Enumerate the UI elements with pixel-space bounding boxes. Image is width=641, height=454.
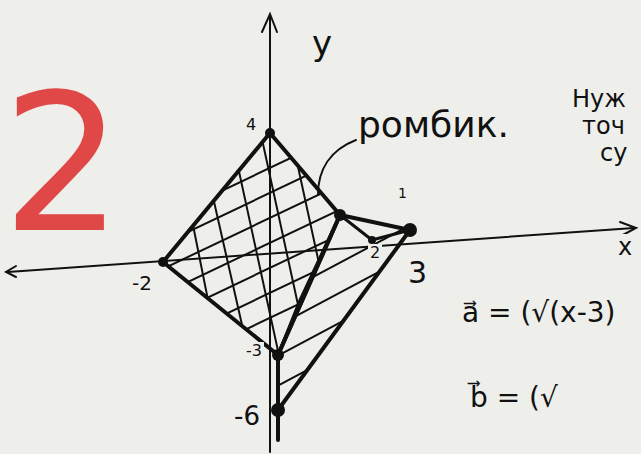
region-edge — [278, 215, 410, 355]
tick-label: -6 — [232, 402, 262, 431]
tick-label: 4 — [244, 116, 258, 134]
triangle-region — [278, 215, 410, 410]
leader-line — [318, 140, 356, 195]
tick-label: -3 — [244, 342, 264, 360]
tick-label: 1 — [396, 186, 409, 201]
y-axis — [269, 16, 271, 452]
note-text: точ — [582, 113, 625, 139]
vertex-dot — [272, 349, 284, 361]
vertex-dot — [403, 223, 417, 237]
vertex-dot — [334, 209, 346, 221]
vertex-dot — [265, 128, 275, 138]
formula: b⃗ = (√ — [470, 383, 558, 414]
formula: a⃗ = (√(x-3) — [462, 298, 616, 329]
note-text: су — [600, 140, 627, 166]
arrow-head — [262, 14, 277, 32]
tick-label: 2 — [368, 244, 382, 262]
note-text: Нуж — [572, 86, 626, 112]
page-mark: 2 — [2, 60, 123, 269]
vertex-dot — [368, 236, 376, 244]
axis-label: x — [616, 234, 634, 260]
rhombus — [163, 133, 340, 355]
note-text: ромбик. — [358, 105, 509, 145]
tick-label: -2 — [130, 272, 154, 294]
vertex-dot — [158, 257, 168, 267]
vertex-dot — [271, 403, 285, 417]
tick-label: 3 — [406, 256, 429, 289]
hatching — [150, 125, 360, 375]
axis-label: y — [312, 25, 332, 62]
